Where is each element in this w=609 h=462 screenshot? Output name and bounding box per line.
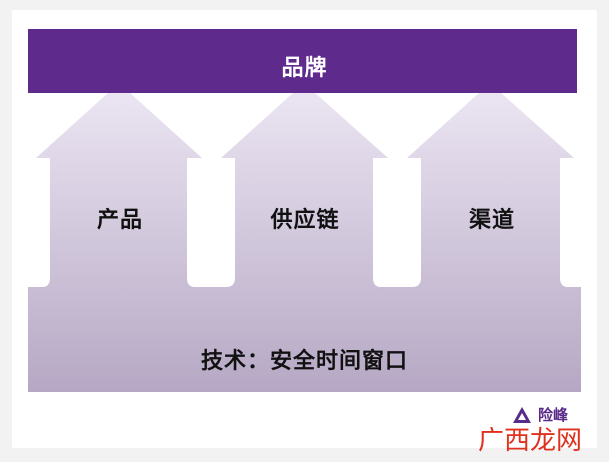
triangle-logo-icon xyxy=(513,407,531,423)
logo-text: 险峰 xyxy=(538,406,569,424)
foundation-shape xyxy=(28,83,581,392)
pillar-label-product: 产品 xyxy=(96,208,143,233)
watermark-text: 广西龙网 xyxy=(478,426,583,456)
pillar-label-supply-chain: 供应链 xyxy=(270,208,340,233)
brand-banner xyxy=(28,29,577,93)
pillar-label-channel: 渠道 xyxy=(468,208,515,233)
foundation-label: 技术：安全时间窗口 xyxy=(200,349,408,374)
brand-label: 品牌 xyxy=(281,56,328,81)
